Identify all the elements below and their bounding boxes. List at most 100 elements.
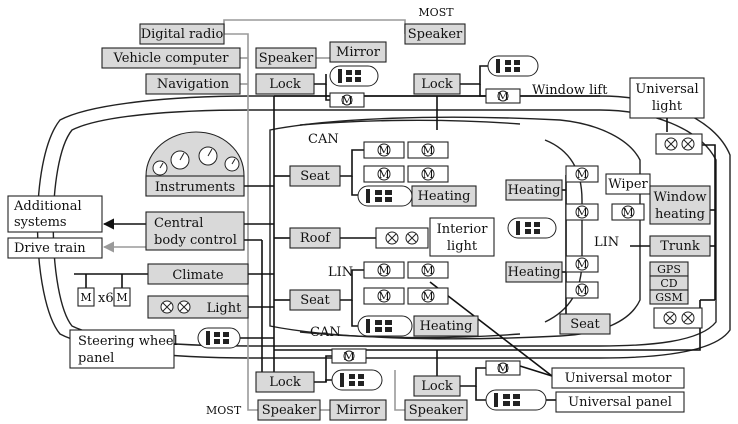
trunk-box: Trunk bbox=[649, 235, 711, 257]
bottom-middle-motor: M bbox=[485, 360, 521, 376]
motor-symbol: M bbox=[116, 291, 127, 304]
seat-label: Seat bbox=[300, 169, 330, 184]
speaker-box-top-most: Speaker bbox=[404, 23, 466, 45]
climate-label: Climate bbox=[172, 268, 224, 283]
window-heating-box: Window heating bbox=[649, 185, 711, 225]
steering-wheel-panel-label-1: Steering wheel bbox=[78, 334, 178, 349]
bottom-left-motor: M bbox=[331, 348, 367, 364]
wiper-motor: M bbox=[611, 203, 645, 221]
motor-symbol: M bbox=[343, 350, 354, 363]
universal-light-box: Universal light bbox=[629, 77, 705, 119]
gsm-label: GSM bbox=[655, 291, 683, 304]
window-lift-switch-top bbox=[487, 55, 539, 77]
instruments-label: Instruments bbox=[155, 180, 235, 195]
motor-symbol: M bbox=[622, 206, 633, 219]
wiper-label: Wiper bbox=[608, 177, 648, 192]
motor-symbol: M bbox=[497, 362, 508, 375]
most-label-bottom: MOST bbox=[206, 404, 242, 417]
most-label-top: MOST bbox=[418, 6, 454, 19]
x6-label: x6 bbox=[98, 291, 114, 306]
bottom-middle-switch bbox=[485, 389, 547, 411]
lock-box-top-middle: Lock bbox=[413, 73, 461, 95]
digital-radio-box: Digital radio bbox=[139, 23, 225, 45]
universal-light-label-1: Universal bbox=[635, 82, 698, 97]
central-body-control-label-2: body control bbox=[154, 233, 237, 248]
upper-seat-switch bbox=[357, 185, 413, 207]
seat-box-upper: Seat bbox=[289, 165, 341, 187]
speaker-label: Speaker bbox=[259, 51, 314, 66]
heating-label: Heating bbox=[418, 189, 471, 204]
lower-seat-motors: M M M M bbox=[363, 261, 449, 305]
climate-box: Climate bbox=[147, 263, 249, 285]
speaker-label: Speaker bbox=[262, 403, 317, 418]
heating-label: Heating bbox=[420, 319, 473, 334]
mirror-box-top: Mirror bbox=[329, 41, 387, 63]
bottom-left-switch bbox=[331, 369, 383, 391]
car-body-outline bbox=[36, 95, 731, 359]
steering-wheel-panel-box: Steering wheel panel bbox=[69, 329, 178, 369]
motor-symbol: M bbox=[576, 206, 587, 219]
motor-symbol: M bbox=[80, 291, 91, 304]
drive-train-label: Drive train bbox=[14, 241, 86, 256]
motor-symbol: M bbox=[378, 168, 389, 181]
right-seat-switch-upper bbox=[507, 217, 557, 239]
light-label: Light bbox=[207, 301, 242, 316]
lin-label-right: LIN bbox=[594, 235, 619, 250]
cd-box: CD bbox=[649, 275, 689, 291]
additional-systems-box: Additional systems bbox=[7, 195, 103, 233]
navigation-label: Navigation bbox=[157, 77, 230, 92]
rear-lamps bbox=[653, 307, 703, 329]
motor-symbol: M bbox=[576, 284, 587, 297]
gsm-box: GSM bbox=[649, 289, 689, 305]
motor-symbol: M bbox=[378, 144, 389, 157]
interior-light-label-2: light bbox=[447, 239, 478, 254]
digital-radio-label: Digital radio bbox=[141, 27, 224, 42]
can-label-bottom: CAN bbox=[310, 325, 341, 340]
roof-box: Roof bbox=[289, 227, 341, 249]
speaker-label: Speaker bbox=[409, 403, 464, 418]
motor-symbol: M bbox=[422, 168, 433, 181]
seat-label: Seat bbox=[570, 317, 600, 332]
lock-box-bottom-left: Lock bbox=[255, 371, 315, 393]
mirror-label: Mirror bbox=[336, 403, 381, 418]
lock-label: Lock bbox=[269, 77, 301, 92]
heating-label: Heating bbox=[508, 265, 561, 280]
vehicle-computer-label: Vehicle computer bbox=[113, 51, 230, 66]
motor-symbol: M bbox=[378, 264, 389, 277]
gps-box: GPS bbox=[649, 261, 689, 277]
cd-label: CD bbox=[660, 277, 677, 290]
window-heating-label-1: Window bbox=[654, 190, 707, 205]
window-heating-label-2: heating bbox=[655, 207, 705, 222]
can-label-top: CAN bbox=[308, 132, 339, 147]
mirror-switch-top bbox=[329, 65, 379, 87]
lock-label: Lock bbox=[421, 379, 453, 394]
interior-light-box: Interior light bbox=[429, 217, 495, 257]
roof-label: Roof bbox=[300, 231, 331, 246]
speaker-label: Speaker bbox=[408, 27, 463, 42]
mirror-box-bottom: Mirror bbox=[329, 399, 387, 421]
universal-motor-box: Universal motor bbox=[551, 367, 685, 389]
central-body-control-box: Central body control bbox=[145, 211, 245, 251]
heating-box-right-lower: Heating bbox=[505, 261, 563, 283]
seat-label: Seat bbox=[300, 293, 330, 308]
light-box: Light bbox=[147, 295, 249, 319]
universal-panel-box: Universal panel bbox=[555, 391, 685, 413]
steering-wheel-panel-label-2: panel bbox=[78, 351, 114, 366]
navigation-box: Navigation bbox=[145, 73, 241, 95]
lin-label-left: LIN bbox=[328, 265, 353, 280]
trunk-label: Trunk bbox=[660, 239, 700, 254]
motor-symbol: M bbox=[422, 290, 433, 303]
mirror-motor-top: M bbox=[329, 92, 365, 108]
lock-label: Lock bbox=[421, 77, 453, 92]
interior-light-lamps bbox=[375, 227, 429, 249]
motor-symbol: M bbox=[422, 144, 433, 157]
universal-light-label-2: light bbox=[652, 99, 683, 114]
speaker-box-bottom-left: Speaker bbox=[257, 399, 321, 421]
heating-box-upper: Heating bbox=[411, 185, 477, 207]
mirror-label: Mirror bbox=[336, 45, 381, 60]
motor-symbol: M bbox=[576, 168, 587, 181]
speaker-box-bottom-right: Speaker bbox=[404, 399, 468, 421]
speaker-box-top-left: Speaker bbox=[255, 47, 317, 69]
interior-light-label-1: Interior bbox=[437, 222, 489, 237]
